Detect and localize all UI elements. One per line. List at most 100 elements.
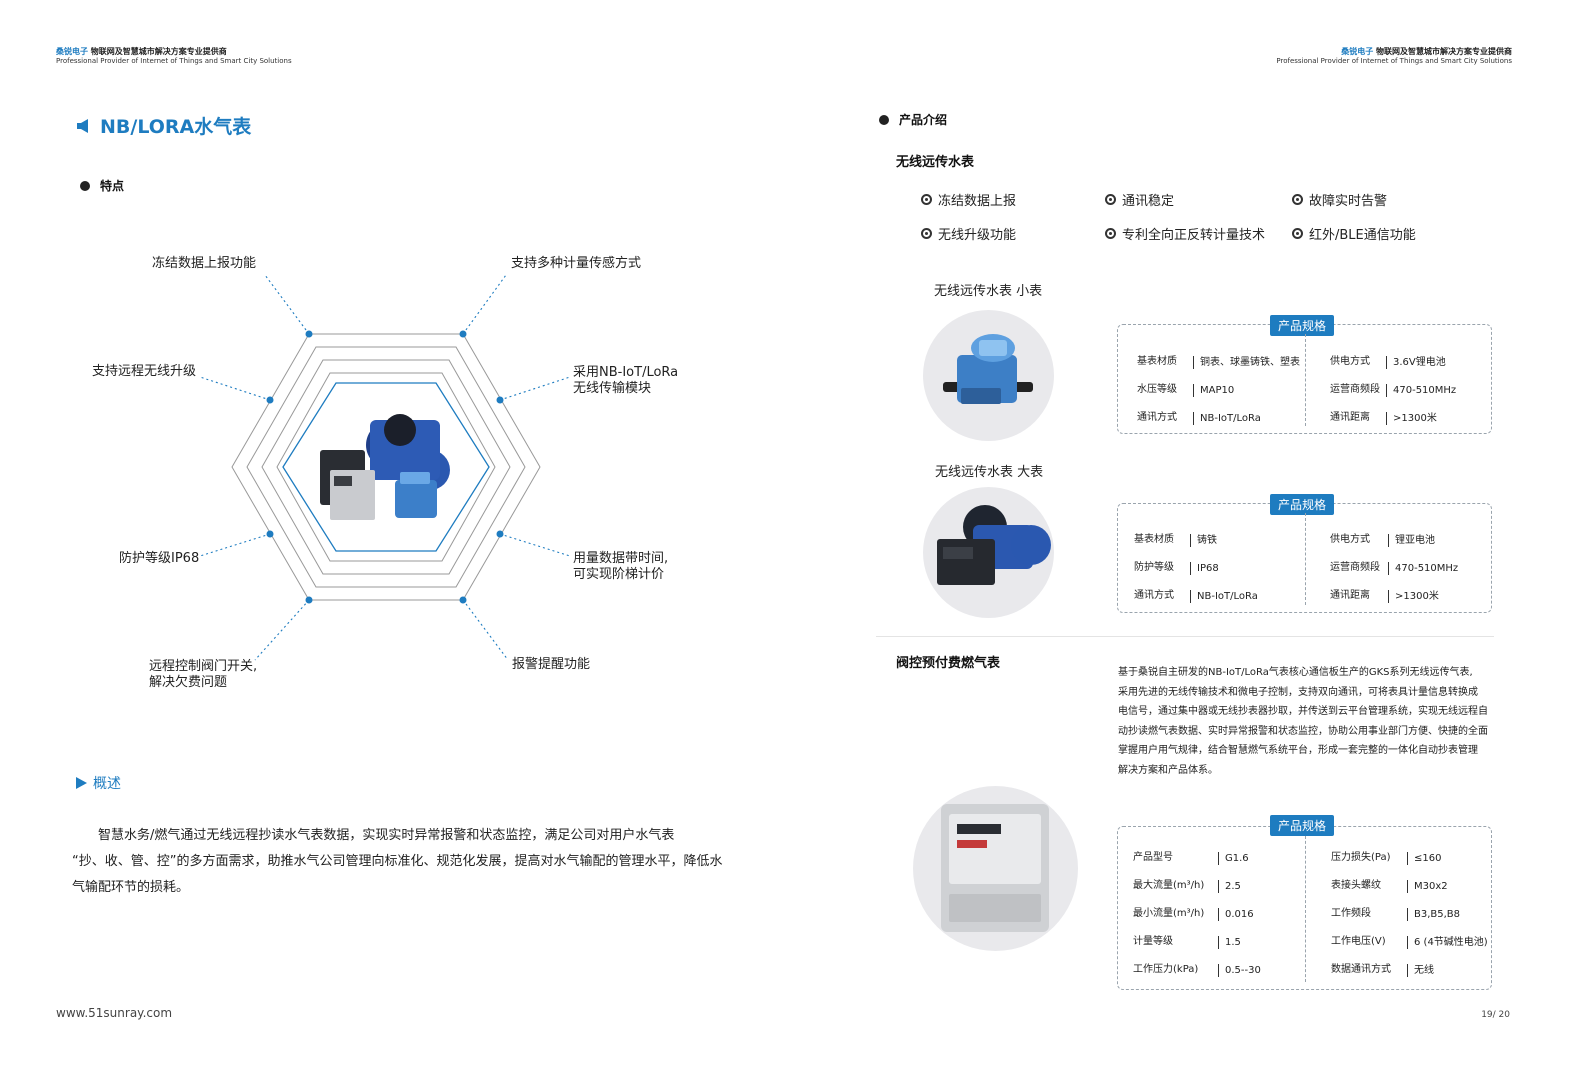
spec-key: 防护等级 xyxy=(1134,562,1174,573)
spec-value: MAP10 xyxy=(1193,384,1234,397)
gas-meter-photo xyxy=(913,786,1078,951)
feature-label-line: 无线传输模块 xyxy=(573,381,652,396)
feature-label: 防护等级IP68 xyxy=(119,551,200,566)
gas-description: 基于桑锐自主研发的NB-IoT/LoRa气表核心通信板生产的GKS系列无线远传气… xyxy=(1118,663,1496,781)
feature-label-line: 可实现阶梯计价 xyxy=(573,567,665,582)
feature-label: 冻结数据上报功能 xyxy=(152,256,257,271)
spec-key: 表接头螺纹 xyxy=(1331,880,1381,891)
slogan: 物联网及智慧城市解决方案专业提供商 xyxy=(90,47,227,56)
small-spec-left: 基表材质铜表、球墨铸铁、塑表 水压等级 MAP10 通讯方式 NB-IoT/LoRa xyxy=(1137,348,1300,432)
overview-line: 气输配环节的损耗。 xyxy=(72,880,190,895)
gas-heading: 阀控预付费燃气表 xyxy=(896,656,1001,671)
spec-value: 6 (4节碱性电池) xyxy=(1407,936,1488,949)
meters-product-image xyxy=(320,414,450,520)
spec-row: 基表材质铜表、球墨铸铁、塑表 xyxy=(1137,348,1300,376)
gas-desc-line: 基于桑锐自主研发的NB-IoT/LoRa气表核心通信板生产的GKS系列无线远传气… xyxy=(1118,667,1473,678)
spec-value: IP68 xyxy=(1190,562,1219,575)
section-title: NB/LORA水气表 xyxy=(76,112,251,139)
small-meter-photo xyxy=(923,310,1054,441)
spec-divider xyxy=(1305,836,1306,982)
water-feature-label: 无线升级功能 xyxy=(938,228,1017,243)
spec-value: 3.6V锂电池 xyxy=(1386,356,1446,369)
gas-desc-line: 采用先进的无线传输技术和微电子控制，支持双向通讯，可将表具计量信息转换成 xyxy=(1118,686,1478,698)
bullet-icon xyxy=(879,114,889,125)
spec-row: 工作电压(V)6 (4节碱性电池) xyxy=(1331,928,1488,956)
target-icon xyxy=(921,194,932,205)
spec-key: 通讯方式 xyxy=(1137,412,1177,423)
speaker-icon xyxy=(77,118,88,133)
spec-key: 通讯距离 xyxy=(1330,590,1370,601)
slogan-english: Professional Provider of Internet of Thi… xyxy=(56,57,292,65)
water-feature-label: 通讯稳定 xyxy=(1122,194,1175,209)
water-feature: 红外/BLE通信功能 xyxy=(1292,224,1416,243)
header-left: 桑锐电子 物联网及智慧城市解决方案专业提供商 Professional Prov… xyxy=(56,46,292,65)
target-icon xyxy=(1292,228,1303,239)
feature-label: 支持远程无线升级 xyxy=(92,364,197,379)
overview-line: 智慧水务/燃气通过无线远程抄读水气表数据，实现实时异常报警和状态监控，满足公司对… xyxy=(98,828,675,843)
spec-value: 2.5 xyxy=(1218,880,1241,893)
features-heading-label: 特点 xyxy=(100,179,125,193)
spec-key: 产品型号 xyxy=(1133,852,1173,863)
spec-value: >1300米 xyxy=(1388,590,1439,603)
spec-value: NB-IoT/LoRa xyxy=(1193,412,1261,425)
spec-row: 供电方式锂亚电池 xyxy=(1330,526,1458,554)
spec-value: 无线 xyxy=(1407,964,1434,977)
hexagon-diagram xyxy=(199,274,571,661)
water-feature-label: 红外/BLE通信功能 xyxy=(1309,228,1416,243)
spec-row: 通讯距离>1300米 xyxy=(1330,404,1456,432)
spec-row: 基表材质 铸铁 xyxy=(1134,526,1258,554)
spec-key: 运营商频段 xyxy=(1330,562,1380,573)
intro-heading: 产品介绍 xyxy=(879,111,947,128)
spec-tag: 产品规格 xyxy=(1270,494,1335,515)
triangle-icon xyxy=(76,777,87,789)
spec-row: 最大流量(m³/h) 2.5 xyxy=(1133,872,1261,900)
overview-line: “抄、收、管、控”的多方面需求，助推水气公司管理向标准化、规范化发展，提高对水气… xyxy=(72,854,723,869)
spec-key: 基表材质 xyxy=(1134,534,1174,545)
node-dot xyxy=(266,530,274,538)
gas-desc-line: 解决方案和产品体系。 xyxy=(1118,764,1218,776)
target-icon xyxy=(1105,194,1116,205)
node-dot xyxy=(496,396,504,404)
spec-row: 产品型号 G1.6 xyxy=(1133,844,1261,872)
header-right: 桑锐电子 物联网及智慧城市解决方案专业提供商 Professional Prov… xyxy=(1276,46,1512,65)
spec-value: 470-510MHz xyxy=(1386,384,1456,397)
spec-key: 数据通讯方式 xyxy=(1331,964,1391,975)
spec-key: 水压等级 xyxy=(1137,384,1177,395)
hexagon-ring xyxy=(246,346,526,588)
spec-row: 计量等级 1.5 xyxy=(1133,928,1261,956)
spec-key: 计量等级 xyxy=(1133,936,1173,947)
spec-divider xyxy=(1305,334,1306,426)
water-feature-label: 故障实时告警 xyxy=(1309,194,1388,209)
target-icon xyxy=(1292,194,1303,205)
spec-value: 铸铁 xyxy=(1190,534,1217,547)
spec-key: 压力损失(Pa) xyxy=(1331,852,1391,863)
water-feature-label: 冻结数据上报 xyxy=(938,194,1017,209)
node-dot xyxy=(266,396,274,404)
spec-tag: 产品规格 xyxy=(1270,815,1335,836)
hexagon-ring xyxy=(276,372,496,562)
product-name: 无线远传水表 大表 xyxy=(935,465,1044,480)
brand-name: 桑锐电子 xyxy=(56,47,88,56)
spec-value: 1.5 xyxy=(1218,936,1241,949)
water-feature: 专利全向正反转计量技术 xyxy=(1105,224,1265,243)
spec-value: 0.5--30 xyxy=(1218,964,1261,977)
overview-heading: 概述 xyxy=(76,773,121,793)
spec-value: NB-IoT/LoRa xyxy=(1190,590,1258,603)
spec-key: 最大流量(m³/h) xyxy=(1133,880,1205,891)
spec-divider xyxy=(1305,513,1306,605)
node-dot xyxy=(496,530,504,538)
feature-label-line: 采用NB-IoT/LoRa xyxy=(573,365,679,380)
hexagon-ring xyxy=(261,359,511,575)
spec-value: G1.6 xyxy=(1218,852,1249,865)
water-feature: 无线升级功能 xyxy=(921,224,1016,243)
